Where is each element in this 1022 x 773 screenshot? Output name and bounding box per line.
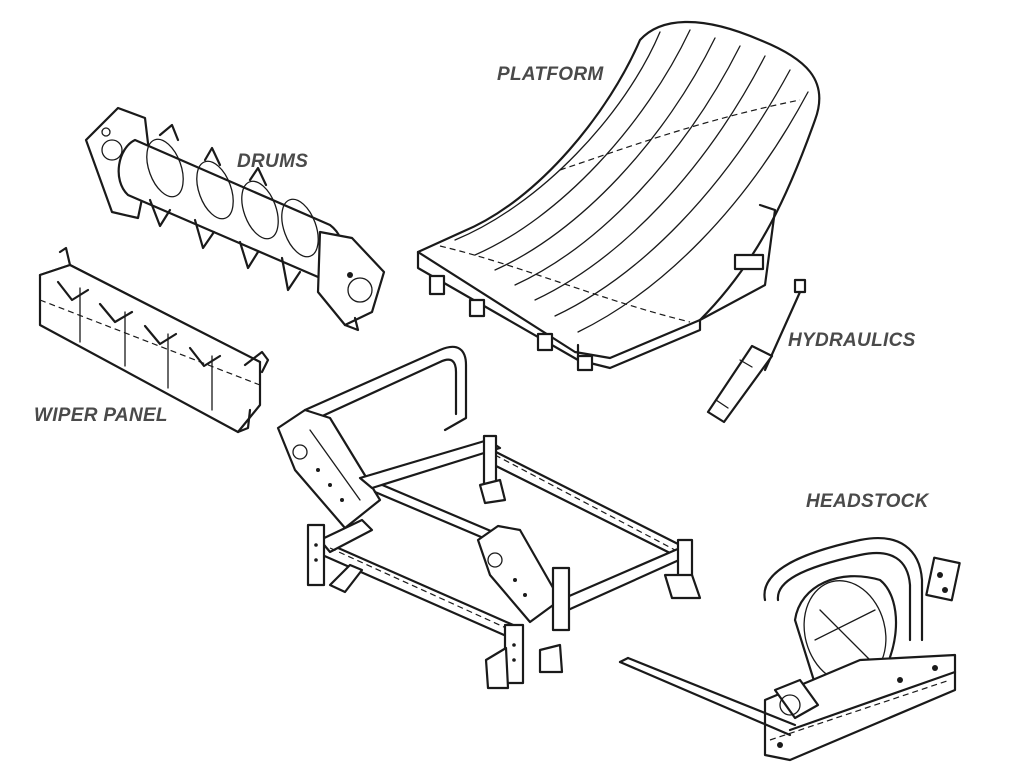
platform-foot bbox=[536, 332, 554, 352]
headstock-control-box bbox=[925, 556, 961, 602]
platform-front-rail bbox=[416, 250, 580, 362]
headstock-handle bbox=[763, 537, 924, 642]
platform-foot bbox=[428, 274, 446, 296]
main-frame-part bbox=[276, 345, 702, 690]
frame-foot bbox=[328, 563, 364, 594]
frame-right-cradle bbox=[476, 524, 562, 624]
headstock-fork-tine bbox=[618, 660, 792, 737]
frame-foot bbox=[484, 646, 510, 690]
headstock-base-frame bbox=[763, 653, 957, 762]
wiper-panel-face bbox=[38, 263, 262, 434]
frame-post bbox=[306, 523, 326, 587]
label-wiper-panel: WIPER PANEL bbox=[34, 405, 168, 426]
label-headstock: HEADSTOCK bbox=[806, 491, 929, 512]
drums-part bbox=[84, 106, 386, 332]
platform-foot bbox=[576, 354, 594, 372]
label-hydraulics: HYDRAULICS bbox=[788, 330, 916, 351]
headstock-motor bbox=[773, 678, 820, 720]
platform-deck bbox=[416, 20, 821, 360]
frame-foot bbox=[663, 573, 702, 600]
frame-foot bbox=[538, 643, 564, 674]
label-drums: DRUMS bbox=[237, 151, 309, 172]
frame-rear-rail bbox=[358, 438, 502, 490]
frame-handle-loop bbox=[303, 345, 468, 432]
frame-left-side-rail bbox=[318, 518, 374, 554]
drum-end-cap-right bbox=[316, 230, 386, 327]
hydraulic-cylinder bbox=[706, 344, 774, 424]
frame-left-cradle bbox=[276, 408, 382, 530]
hydraulics-part bbox=[706, 278, 807, 424]
platform-foot bbox=[468, 298, 486, 318]
platform-part bbox=[416, 20, 821, 372]
frame-foot bbox=[478, 478, 507, 505]
platform-side-peg bbox=[733, 253, 765, 271]
label-platform: PLATFORM bbox=[497, 64, 604, 85]
headstock-part bbox=[618, 537, 961, 762]
frame-post bbox=[551, 566, 571, 632]
wiper-panel-part bbox=[38, 246, 270, 434]
hydraulic-end-fitting bbox=[793, 278, 807, 294]
frame-axle bbox=[373, 490, 502, 547]
